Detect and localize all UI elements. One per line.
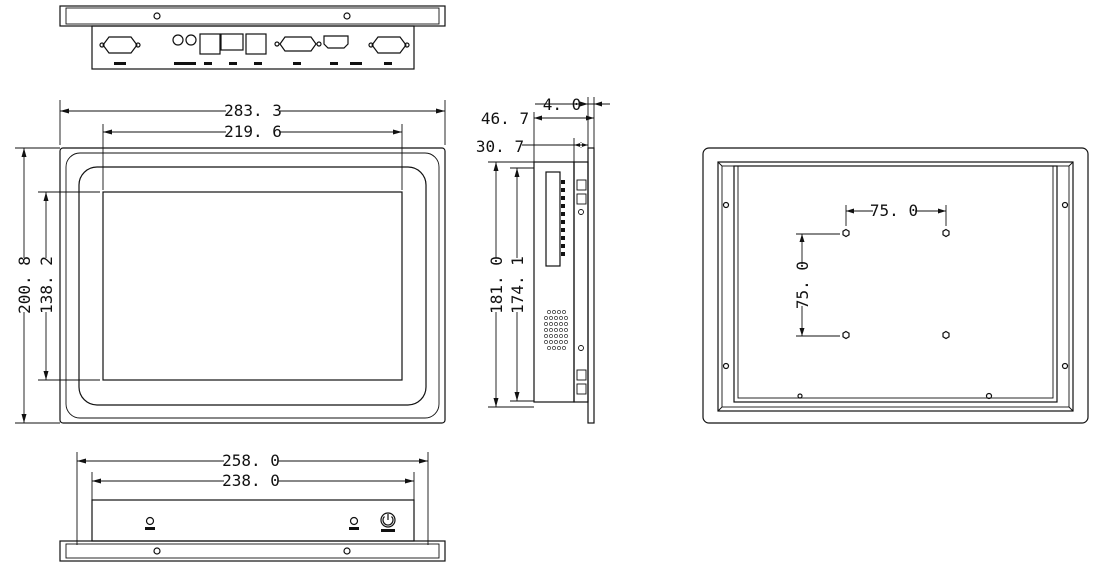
back-view: 75. 0 75. 0 xyxy=(702,147,1089,424)
db9-port-icon xyxy=(368,36,410,54)
side-height-overall-label: 181. 0 xyxy=(487,256,506,314)
screw-hole-icon xyxy=(722,201,730,209)
front-width-overall-label: 283. 3 xyxy=(224,101,282,120)
bottom-width-outer-label: 258. 0 xyxy=(222,451,280,470)
top-view xyxy=(59,5,446,70)
side-height-inner-label: 174. 1 xyxy=(508,256,527,314)
front-view: 283. 3 219. 6 200. 8 138. 2 xyxy=(15,100,446,424)
indicator-led-icon xyxy=(145,516,155,526)
vent-grid-icon xyxy=(544,310,568,350)
bottom-view: 258. 0 238. 0 xyxy=(59,451,446,562)
vesa-hole-icon xyxy=(942,330,950,340)
rj45-port-icon xyxy=(245,33,267,55)
side-depth-total-label: 46. 7 xyxy=(481,109,529,128)
front-height-display-label: 138. 2 xyxy=(37,256,56,314)
usb-port-icon xyxy=(220,33,244,51)
vesa-horizontal-label: 75. 0 xyxy=(870,201,918,220)
front-width-display-label: 219. 6 xyxy=(224,122,282,141)
vesa-hole-icon xyxy=(842,228,850,238)
screw-hole-icon xyxy=(722,362,730,370)
screw-hole-icon xyxy=(985,392,993,400)
side-body-depth-label: 30. 7 xyxy=(476,137,524,156)
screw-hole-icon xyxy=(153,547,161,555)
vesa-vertical-label: 75. 0 xyxy=(793,261,812,309)
side-view: 4. 0 46. 7 30. 7 xyxy=(476,95,610,424)
screw-hole-icon xyxy=(797,393,803,399)
vga-port-icon xyxy=(274,36,322,52)
rj45-port-icon xyxy=(199,33,221,55)
power-icon xyxy=(380,512,396,532)
front-height-overall-label: 200. 8 xyxy=(15,256,34,314)
audio-jack-icon xyxy=(185,34,197,46)
vesa-hole-icon xyxy=(942,228,950,238)
audio-jack-icon xyxy=(172,34,184,46)
screw-hole-icon xyxy=(1061,201,1069,209)
screw-hole-icon xyxy=(1061,362,1069,370)
vesa-hole-icon xyxy=(842,330,850,340)
side-bezel-thickness-label: 4. 0 xyxy=(543,95,582,114)
bottom-width-inner-label: 238. 0 xyxy=(222,471,280,490)
vesa-holes xyxy=(842,228,950,340)
hdmi-port-icon xyxy=(323,35,349,49)
db9-port-icon xyxy=(99,36,141,54)
indicator-led-icon xyxy=(349,516,359,526)
screw-hole-icon xyxy=(343,547,351,555)
screw-hole-icon xyxy=(343,12,351,20)
screw-hole-icon xyxy=(153,12,161,20)
terminal-block-icon xyxy=(545,171,561,267)
